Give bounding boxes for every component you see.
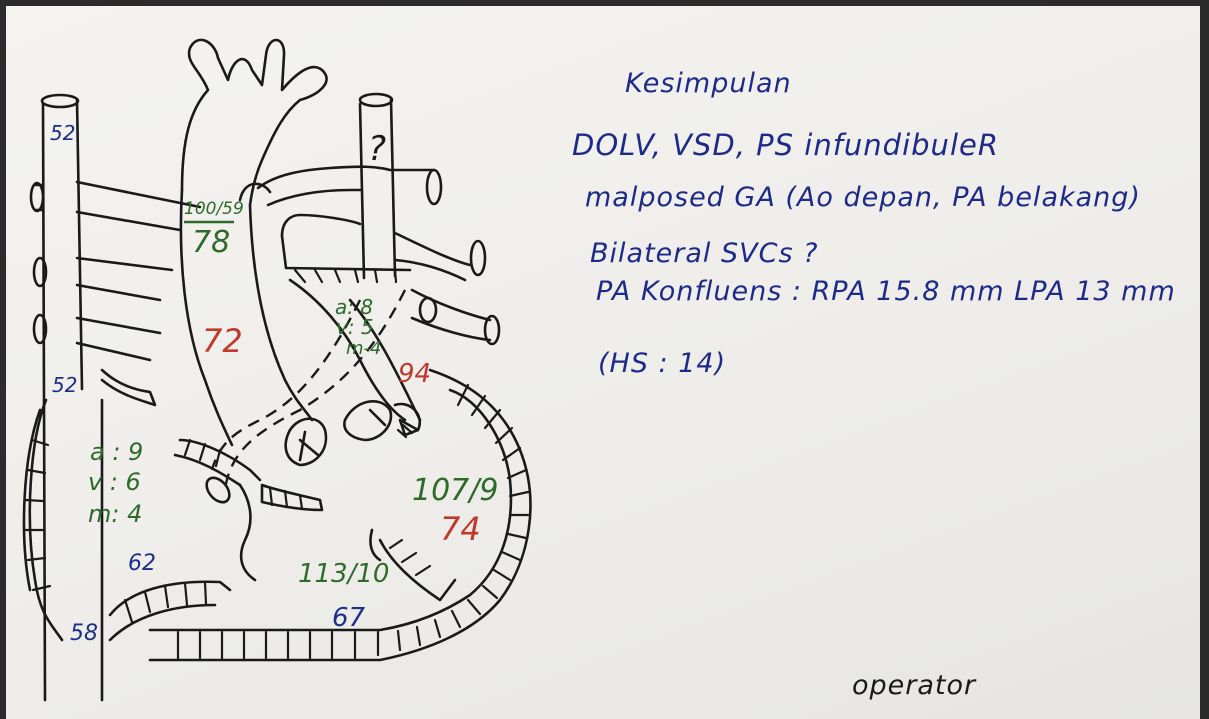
label-la-sat: 94 bbox=[398, 359, 431, 389]
label-left-svc-question: ? bbox=[368, 129, 386, 169]
label-lv-pressure: 107/9 bbox=[412, 473, 498, 508]
label-svc-right-top: 52 bbox=[50, 121, 75, 145]
notes-diagnosis-line: DOLV, VSD, PS infundibuleR bbox=[572, 128, 999, 162]
label-rv-sat: 67 bbox=[332, 603, 366, 633]
operator-signature-label: operator bbox=[852, 670, 976, 701]
notes-pa-confluence-line: PA Konfluens : RPA 15.8 mm LPA 13 mm bbox=[596, 276, 1176, 307]
notes-malposed-line: malposed GA (Ao depan, PA belakang) bbox=[585, 182, 1141, 213]
label-svc-right-mid: 52 bbox=[52, 373, 77, 397]
label-rv-pressure: 113/10 bbox=[298, 559, 389, 589]
notes-title: Kesimpulan bbox=[625, 68, 792, 99]
notes-bilateral-svc-line: Bilateral SVCs ? bbox=[590, 238, 818, 269]
label-aorta-pressure: 100/59 bbox=[184, 199, 244, 219]
label-ra-v: v : 6 bbox=[88, 468, 141, 496]
label-ra-a: a : 9 bbox=[90, 438, 143, 466]
label-lv-sat: 74 bbox=[440, 510, 481, 548]
label-aorta-sat: 72 bbox=[202, 322, 243, 360]
notes-hs-line: (HS : 14) bbox=[598, 348, 726, 379]
label-ra-sat: 62 bbox=[128, 551, 156, 576]
diagram-annotations: 52 52 58 a : 9 v : 6 m: 4 62 100/59 78 7… bbox=[50, 121, 498, 646]
label-ivc: 58 bbox=[70, 621, 98, 646]
label-la-m: m-4 bbox=[346, 338, 381, 359]
label-aorta-mean: 78 bbox=[192, 225, 230, 260]
label-la-v: v: 5 bbox=[336, 315, 374, 339]
label-ra-m: m: 4 bbox=[88, 500, 142, 528]
